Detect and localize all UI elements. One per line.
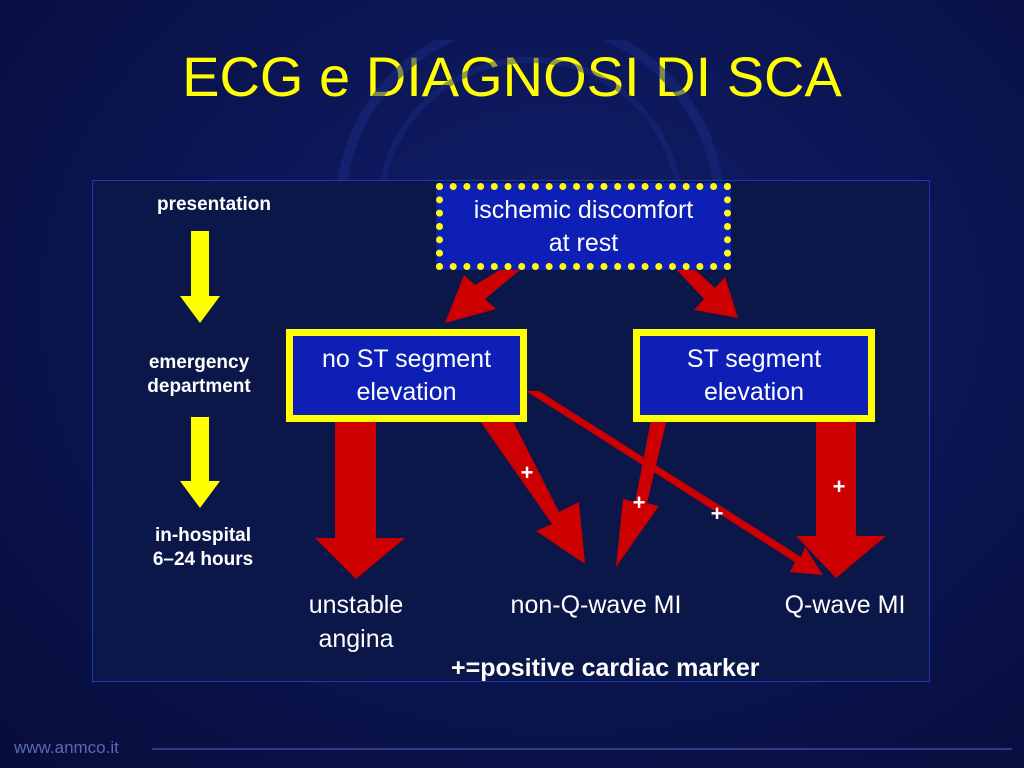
- arrow-ischemic-to-no-st: [445, 265, 526, 323]
- stage-emergency-line2: department: [147, 376, 251, 397]
- stage-emergency-line1: emergency: [148, 352, 250, 373]
- stage-hospital-line1: in-hospital: [154, 525, 252, 546]
- ischemic-line2: at rest: [548, 228, 619, 257]
- outcome-non-q-wave-mi: non-Q-wave MI: [510, 591, 682, 619]
- arrow-no-st-to-q: [526, 391, 823, 575]
- st-line1: ST segment: [686, 344, 822, 373]
- st-line2: elevation: [703, 377, 805, 406]
- slide-title: ECG e DIAGNOSI DI SCA: [182, 45, 842, 108]
- stage-label-presentation: presentation: [139, 193, 289, 217]
- plus-sign-q-from-st: +: [832, 474, 846, 499]
- box-ischemic-discomfort: ischemic discomfort at rest: [436, 183, 731, 270]
- box-no-st-elevation: no ST segment elevation: [286, 329, 527, 422]
- arrow-no-st-to-non-q: [480, 421, 585, 564]
- diagram-panel: presentation emergency department in-hos…: [92, 180, 930, 682]
- plus-sign-q-from-no-st: +: [710, 501, 724, 526]
- stage-hospital-line2: 6–24 hours: [152, 549, 254, 570]
- arrow-st-to-non-q: [616, 415, 668, 567]
- unstable-line2: angina: [318, 625, 394, 653]
- timeline-arrow-2: [180, 417, 220, 508]
- plus-sign-non-q-from-st: +: [632, 490, 646, 515]
- footer-divider: [152, 748, 1012, 750]
- outcome-unstable-angina: unstable angina: [281, 588, 431, 656]
- timeline-arrow-1: [180, 231, 220, 323]
- arrow-st-to-q: [796, 421, 886, 578]
- stage-label-emergency: emergency department: [129, 351, 269, 399]
- plus-sign-non-q-from-no-st: +: [520, 460, 534, 485]
- arrow-ischemic-to-st: [672, 265, 738, 318]
- box-st-elevation: ST segment elevation: [633, 329, 875, 422]
- outcome-q-wave-mi: Q-wave MI: [784, 591, 906, 619]
- arrows-layer: [180, 231, 886, 579]
- unstable-line1: unstable: [308, 591, 404, 619]
- arrow-no-st-to-unstable: [315, 421, 405, 579]
- ischemic-line1: ischemic discomfort: [473, 195, 694, 224]
- no-st-line2: elevation: [356, 377, 457, 406]
- stage-label-in-hospital: in-hospital 6–24 hours: [133, 524, 273, 572]
- footer-url: www.anmco.it: [14, 738, 119, 757]
- no-st-line1: no ST segment: [321, 344, 492, 373]
- legend-positive-marker: +=positive cardiac marker: [451, 654, 760, 682]
- stage-presentation-text: presentation: [156, 194, 272, 215]
